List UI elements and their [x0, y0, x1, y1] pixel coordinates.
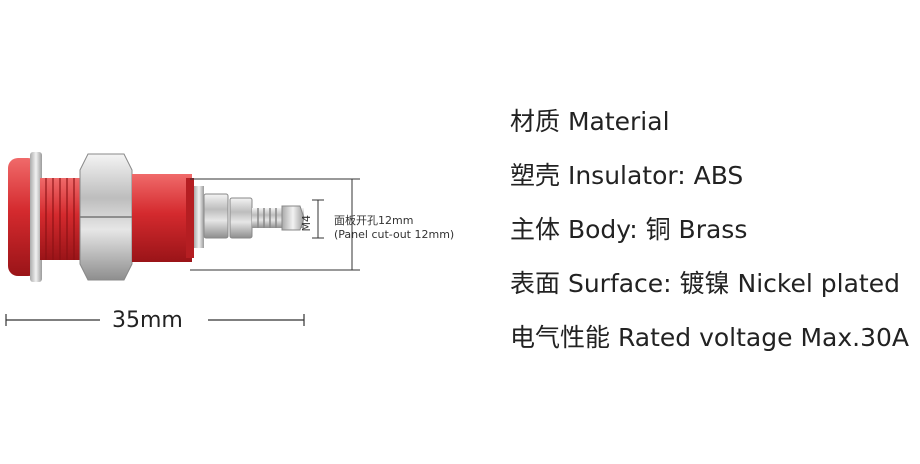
spec-surface: 表面 Surface: 镀镍 Nickel plated — [510, 269, 900, 298]
spec-rating: 电气性能 Rated voltage Max.30A — [510, 323, 909, 352]
solder-lug — [281, 205, 305, 231]
binding-post-illustration — [5, 152, 360, 326]
thread-size-label: M4 — [300, 215, 313, 232]
spec-body: 主体 Body: 铜 Brass — [510, 215, 748, 244]
small-nut-1 — [203, 193, 229, 239]
spec-insulator: 塑壳 Insulator: ABS — [510, 161, 744, 190]
red-back-body — [132, 174, 192, 262]
spec-list: 材质 Material 塑壳 Insulator: ABS 主体 Body: 铜… — [510, 102, 915, 372]
washer — [194, 186, 204, 248]
panel-cutout-cn: 面板开孔12mm — [334, 214, 414, 227]
small-nut-2 — [229, 197, 253, 239]
length-label: 35mm — [112, 308, 183, 333]
metal-flange — [30, 152, 42, 282]
panel-cutout-en: (Panel cut-out 12mm) — [334, 228, 455, 241]
panel-cutout-label: 面板开孔12mm (Panel cut-out 12mm) — [334, 214, 454, 242]
spec-material: 材质 Material — [510, 107, 670, 136]
